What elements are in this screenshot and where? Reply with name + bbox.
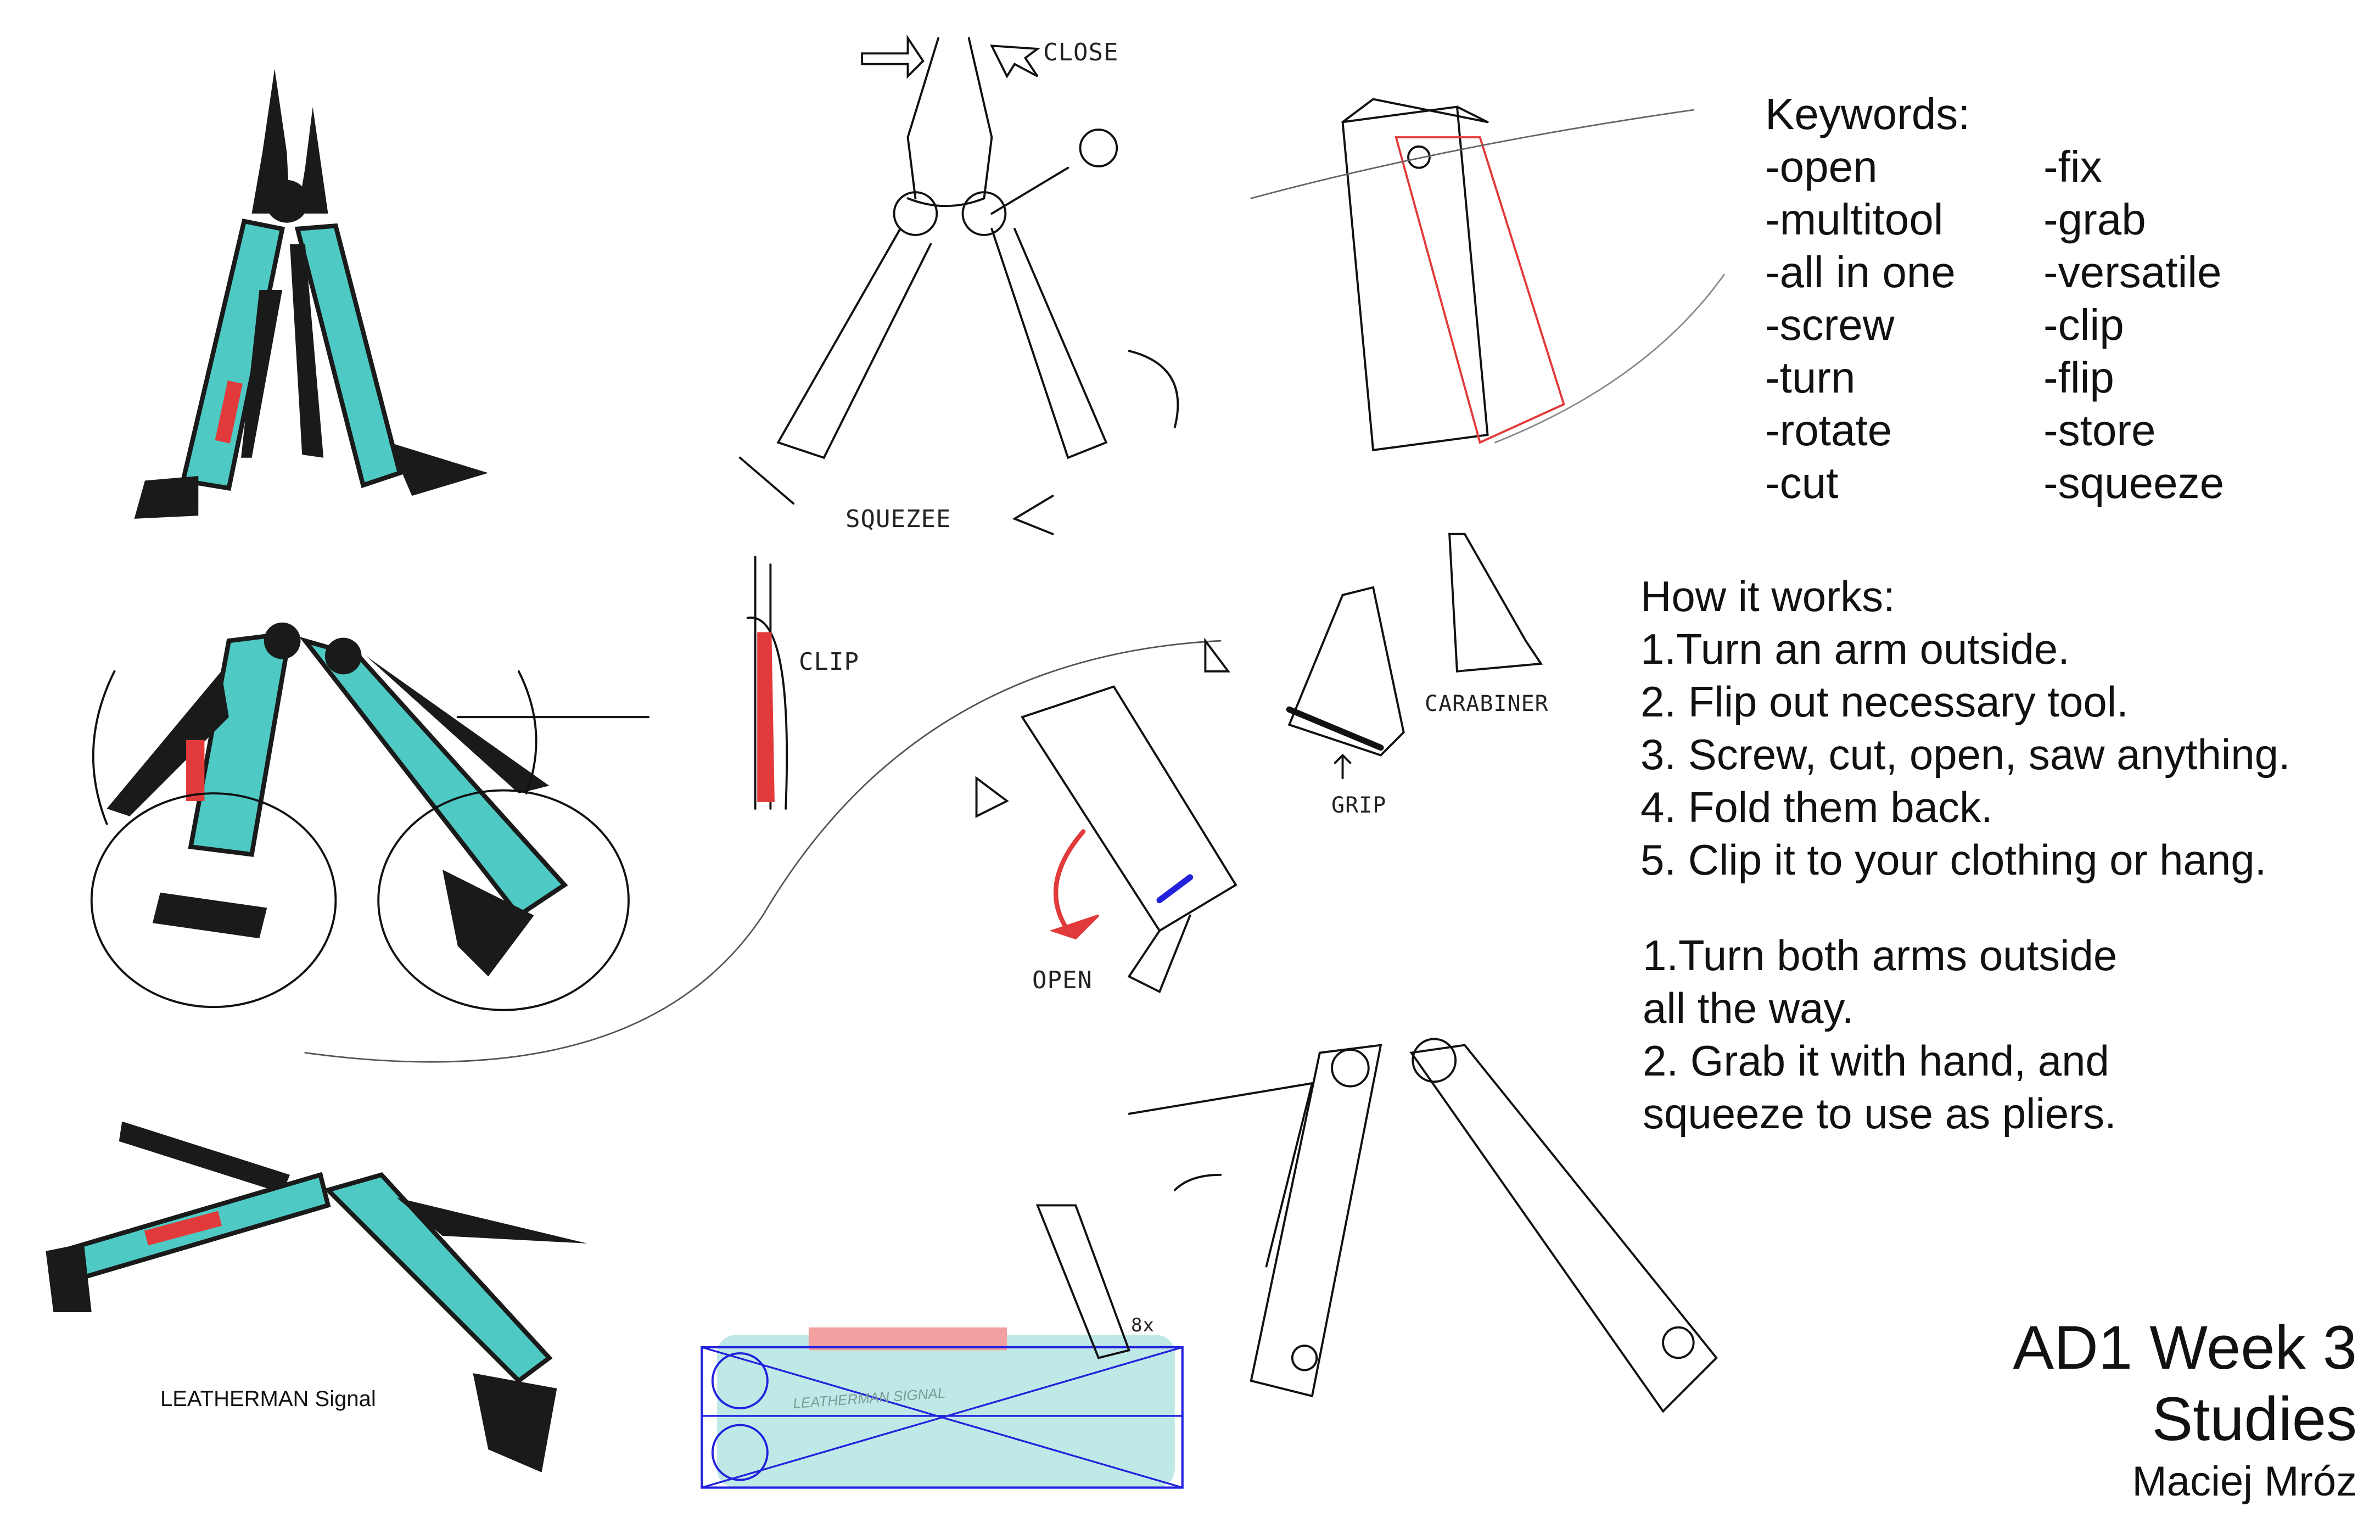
keyword: -rotate bbox=[1765, 406, 1892, 455]
pliers-instructions: 1.Turn both arms outside all the way. 2.… bbox=[1643, 929, 2117, 1140]
label-clip: CLIP bbox=[799, 648, 859, 676]
product-caption: LEATHERMAN Signal bbox=[160, 1387, 376, 1411]
how-step: 4. Fold them back. bbox=[1640, 783, 1993, 831]
keyword: -screw bbox=[1765, 300, 1895, 349]
label-close: CLOSE bbox=[1043, 38, 1118, 66]
how-step: 2. Flip out necessary tool. bbox=[1640, 677, 2129, 726]
how-step: 3. Screw, cut, open, saw anything. bbox=[1640, 730, 2291, 779]
keyword: -all in one bbox=[1765, 248, 1956, 296]
keyword: -open bbox=[1765, 142, 1878, 191]
keyword: -cut bbox=[1765, 458, 1839, 507]
keywords-column-2: -fix -grab -versatile -clip -flip -store… bbox=[2043, 141, 2224, 509]
page-title: AD1 Week 3 Studies bbox=[2013, 1312, 2357, 1455]
pliers-step: 1.Turn both arms outside bbox=[1643, 931, 2118, 979]
keyword: -clip bbox=[2043, 300, 2124, 349]
keyword: -fix bbox=[2043, 142, 2102, 191]
keywords-heading: Keywords: bbox=[1765, 89, 1970, 138]
product-photo-open-jaws bbox=[134, 69, 489, 519]
keyword: -multitool bbox=[1765, 195, 1944, 244]
sketch-open-blade bbox=[975, 685, 1237, 994]
sketch-arms-outside bbox=[1128, 1038, 1718, 1413]
keywords-column-1: -open -multitool -all in one -screw -tur… bbox=[1765, 141, 1956, 509]
pliers-step: squeeze to use as pliers. bbox=[1643, 1089, 2116, 1138]
sketch-blue-overlay bbox=[701, 1204, 1184, 1489]
label-zoom: 8x bbox=[1131, 1314, 1155, 1336]
label-carabiner: CARABINER bbox=[1425, 691, 1549, 716]
label-open: OPEN bbox=[1032, 966, 1093, 994]
keyword: -store bbox=[2043, 406, 2156, 455]
pliers-step: 2. Grab it with hand, and bbox=[1643, 1037, 2109, 1085]
label-grip: GRIP bbox=[1331, 793, 1386, 818]
product-photo-side bbox=[46, 1121, 587, 1472]
product-photo-fanned-tools bbox=[90, 622, 1222, 1063]
how-heading: How it works: bbox=[1640, 572, 1895, 620]
keyword: -grab bbox=[2043, 195, 2146, 244]
label-squeeze: SQUEZEE bbox=[845, 505, 951, 533]
how-step: 1.Turn an arm outside. bbox=[1640, 625, 2070, 673]
sketch-box-rotation bbox=[1250, 98, 1725, 452]
keyword: -turn bbox=[1765, 353, 1856, 402]
sketch-labels: CLOSE SQUEZEE CLIP OPEN CARABINER GRIP 8… bbox=[792, 38, 1548, 1412]
sketch-pliers-close bbox=[738, 35, 1179, 535]
title-line-2: Studies bbox=[2152, 1385, 2357, 1453]
keyword: -squeeze bbox=[2043, 458, 2225, 507]
pliers-step: all the way. bbox=[1643, 984, 1854, 1032]
how-it-works: How it works: 1.Turn an arm outside. 2. … bbox=[1640, 570, 2291, 886]
title-line-1: AD1 Week 3 bbox=[2013, 1313, 2357, 1382]
keyword: -flip bbox=[2043, 353, 2114, 402]
sketch-carabiner-grip bbox=[1204, 533, 1543, 780]
sketch-clip bbox=[746, 556, 788, 810]
keyword: -versatile bbox=[2043, 248, 2222, 296]
how-step: 5. Clip it to your clothing or hang. bbox=[1640, 836, 2267, 884]
author-name: Maciej Mróz bbox=[2132, 1458, 2357, 1505]
